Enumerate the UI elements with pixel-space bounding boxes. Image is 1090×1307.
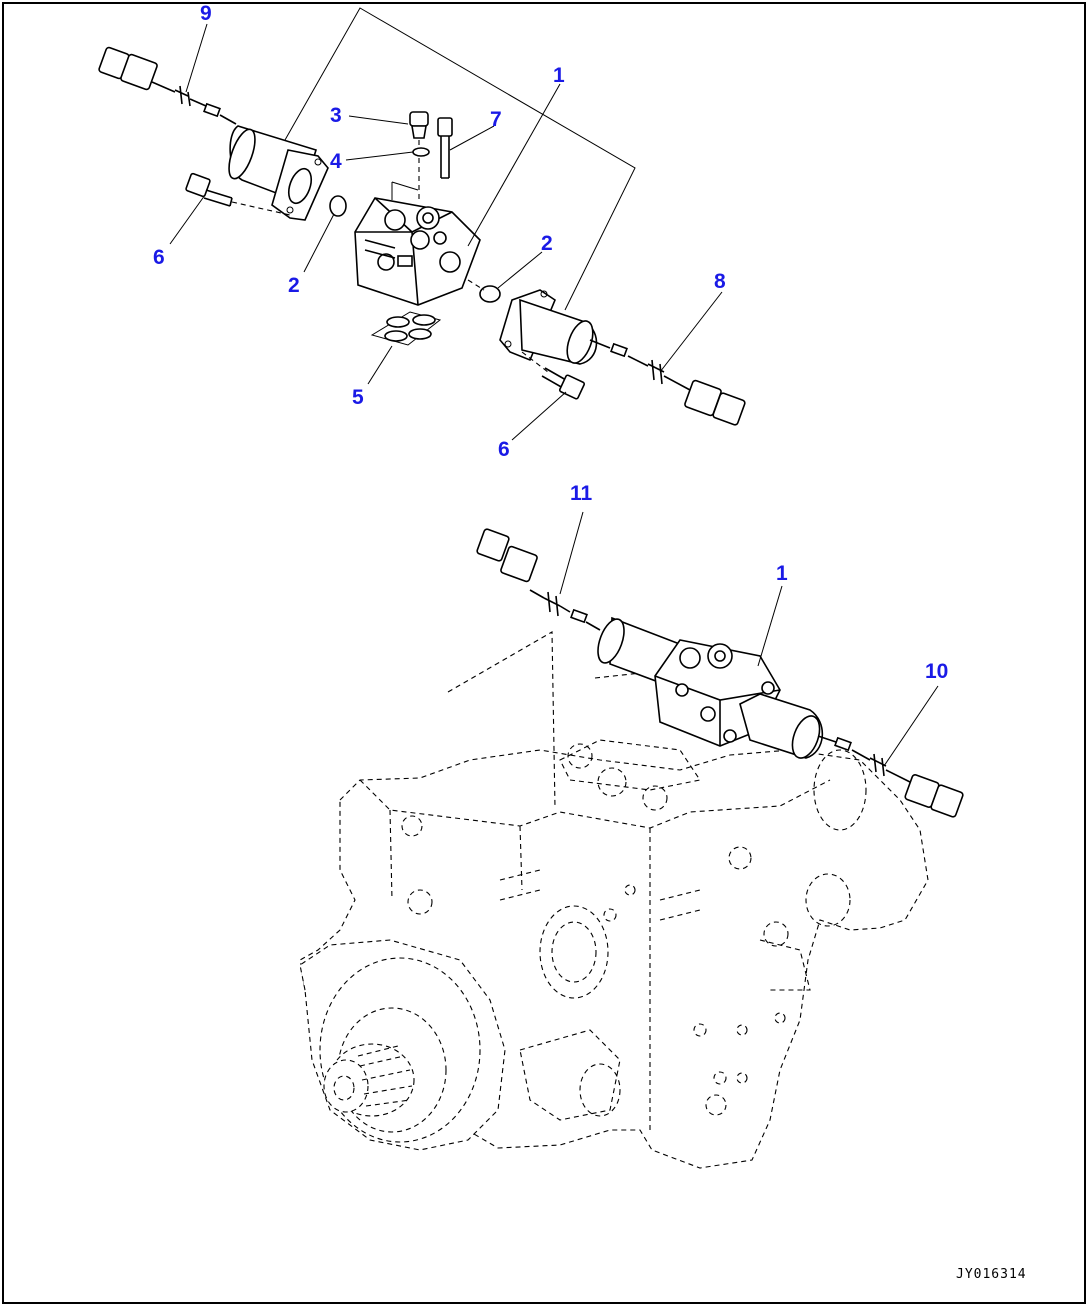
leader-5 bbox=[367, 345, 393, 385]
leader-3 bbox=[348, 115, 409, 125]
callout-labels: 9 1 3 7 4 6 2 2 8 5 6 11 1 10 bbox=[153, 2, 948, 683]
callout-2-left: 2 bbox=[288, 274, 300, 297]
callout-3: 3 bbox=[330, 104, 342, 127]
valve-block bbox=[354, 181, 481, 306]
right-solenoid bbox=[499, 289, 746, 426]
callout-1-top: 1 bbox=[553, 64, 565, 87]
callout-9: 9 bbox=[200, 2, 212, 25]
installed-solenoid-valve bbox=[476, 528, 964, 818]
leader-4 bbox=[345, 151, 414, 161]
drawing-code: JY016314 bbox=[956, 1267, 1027, 1282]
leader-1-top bbox=[467, 83, 561, 247]
bolt-left bbox=[185, 172, 291, 216]
pump-shaft-flange bbox=[299, 939, 506, 1151]
callout-6-left: 6 bbox=[153, 246, 165, 269]
leader-11 bbox=[559, 511, 584, 595]
exploded-assembly bbox=[98, 7, 746, 441]
leader-1-bottom bbox=[757, 585, 783, 667]
o-ring-set bbox=[370, 311, 442, 346]
callout-11: 11 bbox=[570, 482, 593, 505]
callout-8: 8 bbox=[714, 270, 726, 293]
callout-5: 5 bbox=[352, 386, 364, 409]
o-ring-plug bbox=[412, 147, 430, 157]
left-solenoid bbox=[98, 46, 329, 221]
leader-8 bbox=[659, 291, 723, 373]
position-reference-line bbox=[447, 631, 556, 809]
leader-7 bbox=[449, 125, 495, 151]
bolt-vertical bbox=[437, 117, 453, 179]
callout-10: 10 bbox=[925, 660, 948, 683]
assembly-bracket bbox=[284, 7, 636, 311]
leader-9 bbox=[185, 23, 208, 93]
leader-10 bbox=[883, 685, 939, 767]
leader-6-left bbox=[169, 194, 206, 245]
callout-4: 4 bbox=[330, 150, 342, 173]
o-ring-right bbox=[479, 285, 501, 303]
plug bbox=[409, 111, 429, 200]
o-ring-left bbox=[329, 195, 347, 217]
installed-view bbox=[299, 511, 964, 1169]
leader-2-left bbox=[303, 213, 335, 273]
callout-1-bottom: 1 bbox=[776, 562, 788, 585]
callout-6-right: 6 bbox=[498, 438, 510, 461]
leader-6-right bbox=[511, 391, 567, 441]
callout-2-right: 2 bbox=[541, 232, 553, 255]
callout-7: 7 bbox=[490, 108, 502, 131]
leader-2-right bbox=[497, 251, 543, 289]
bolt-right bbox=[521, 351, 586, 400]
